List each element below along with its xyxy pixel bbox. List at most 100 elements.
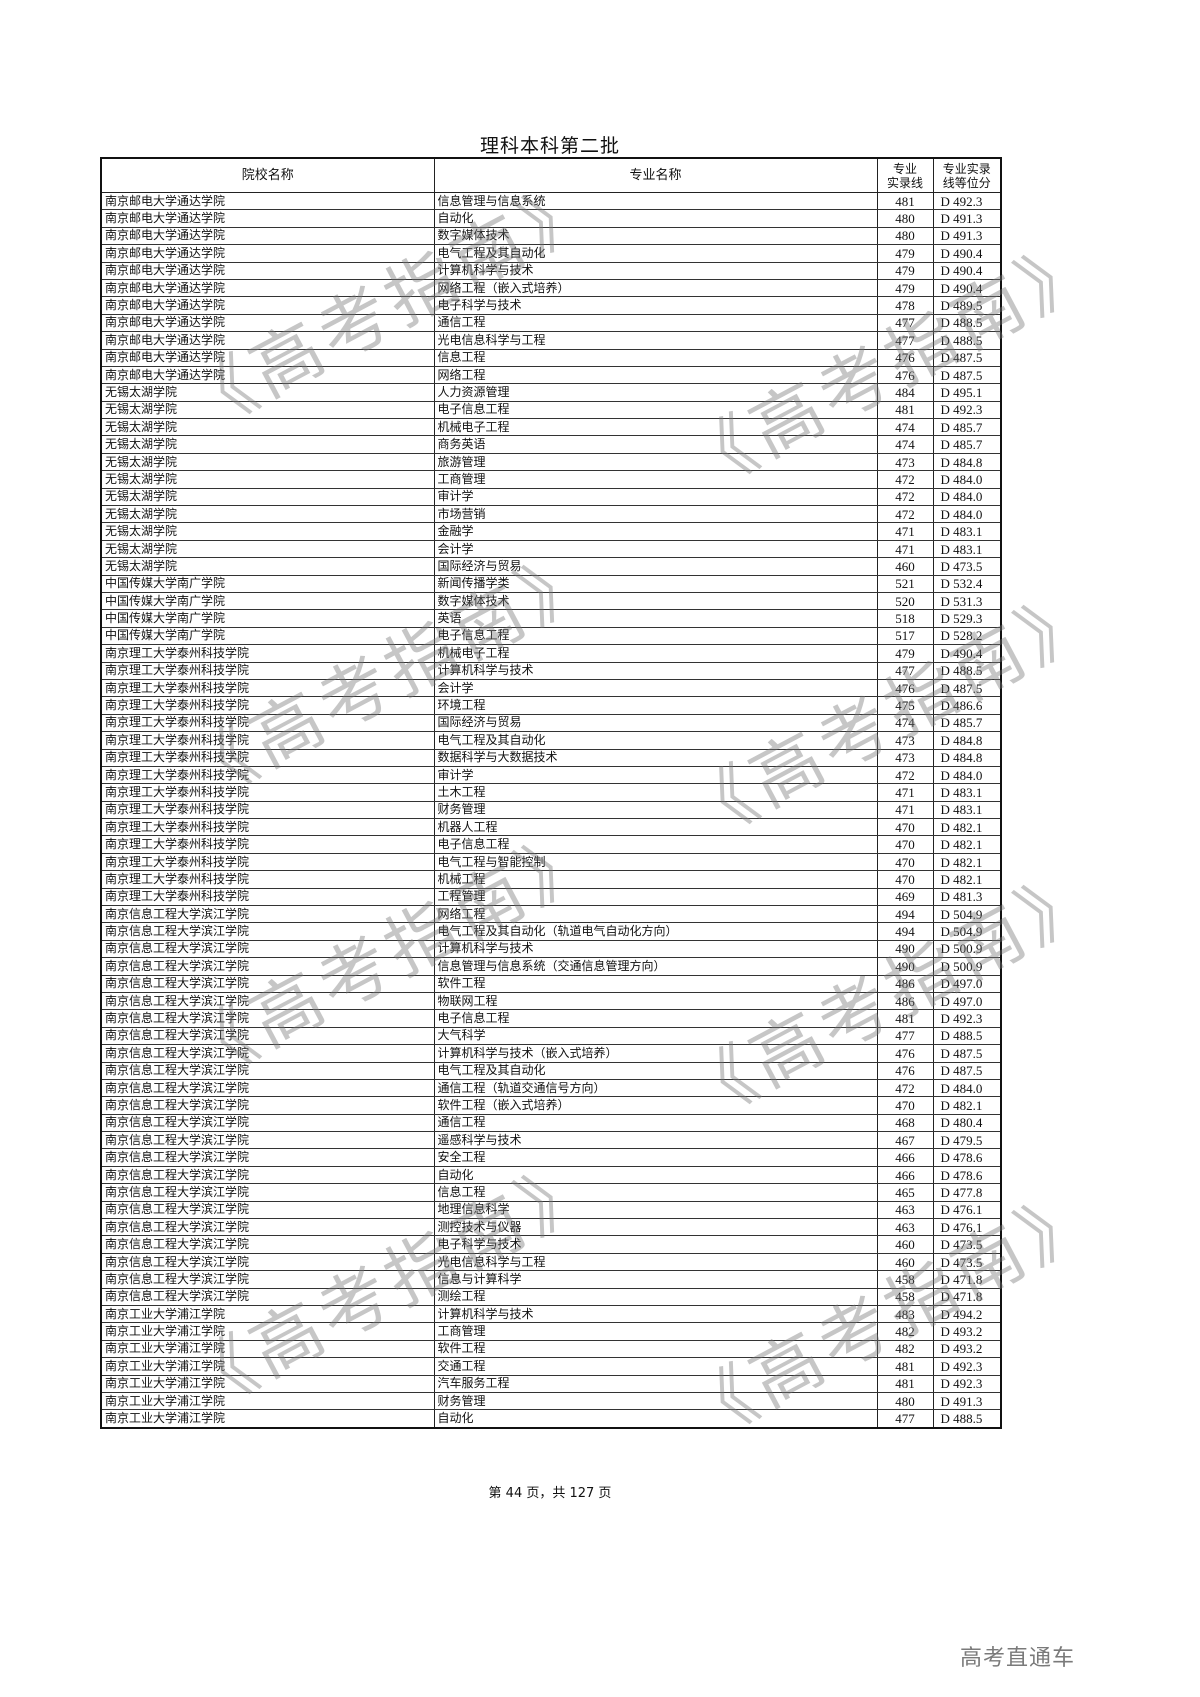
school-cell: 南京邮电大学通达学院 (100, 313, 435, 333)
score-cell: 490 (876, 957, 934, 976)
major-cell: 遥感科学与技术 (433, 1131, 878, 1150)
school-cell: 南京邮电大学通达学院 (100, 191, 435, 211)
school-cell: 南京理工大学泰州科技学院 (100, 713, 435, 733)
major-cell: 工程管理 (433, 887, 878, 907)
school-cell: 南京信息工程大学滨江学院 (100, 991, 435, 1011)
major-cell: 测控技术与仪器 (433, 1218, 878, 1237)
major-cell: 财务管理 (433, 800, 878, 820)
major-cell: 电子信息工程 (433, 400, 878, 420)
school-cell: 南京理工大学泰州科技学院 (100, 783, 435, 802)
school-cell: 南京理工大学泰州科技学院 (100, 887, 435, 907)
rank-cell: D 488.5 (932, 661, 1002, 680)
school-cell: 南京工业大学浦江学院 (100, 1339, 435, 1359)
rank-cell: D 500.9 (932, 939, 1002, 959)
school-cell: 南京信息工程大学滨江学院 (100, 922, 435, 941)
school-cell: 南京邮电大学通达学院 (100, 226, 435, 246)
major-cell: 测绘工程 (433, 1287, 878, 1307)
header-rank-line1: 专业实录 (942, 161, 991, 176)
school-cell: 中国传媒大学南广学院 (100, 626, 435, 646)
school-cell: 南京理工大学泰州科技学院 (100, 731, 435, 750)
header-rank-line2: 线等位分 (942, 175, 991, 190)
score-cell: 472 (876, 1078, 934, 1098)
school-cell: 南京信息工程大学滨江学院 (100, 957, 435, 976)
score-cell: 476 (876, 365, 934, 385)
score-cell: 482 (876, 1339, 934, 1359)
score-cell: 521 (876, 574, 934, 593)
major-cell: 国际经济与贸易 (433, 557, 878, 576)
major-cell: 机械电子工程 (433, 418, 878, 437)
score-cell: 475 (876, 696, 934, 715)
header-score: 专业 实录线 (876, 157, 934, 193)
rank-cell: D 492.3 (932, 1357, 1002, 1376)
rank-cell: D 492.3 (932, 400, 1002, 420)
rank-cell: D 497.0 (932, 974, 1002, 993)
school-cell: 南京邮电大学通达学院 (100, 296, 435, 315)
major-cell: 人力资源管理 (433, 383, 878, 402)
score-cell: 471 (876, 539, 934, 559)
school-cell: 南京邮电大学通达学院 (100, 365, 435, 385)
major-cell: 地理信息科学 (433, 1200, 878, 1220)
school-cell: 南京邮电大学通达学院 (100, 244, 435, 263)
score-cell: 477 (876, 331, 934, 350)
score-cell: 470 (876, 870, 934, 889)
rank-cell: D 482.1 (932, 852, 1002, 872)
major-cell: 安全工程 (433, 1148, 878, 1167)
score-cell: 466 (876, 1148, 934, 1167)
major-cell: 审计学 (433, 487, 878, 507)
major-cell: 软件工程（嵌入式培养） (433, 1096, 878, 1115)
rank-cell: D 492.3 (932, 1009, 1002, 1028)
rank-cell: D 493.2 (932, 1339, 1002, 1359)
rank-cell: D 504.9 (932, 905, 1002, 924)
school-cell: 无锡太湖学院 (100, 505, 435, 524)
score-cell: 482 (876, 1322, 934, 1341)
rank-cell: D 488.5 (932, 331, 1002, 350)
school-cell: 南京信息工程大学滨江学院 (100, 1165, 435, 1185)
rank-cell: D 497.0 (932, 991, 1002, 1011)
major-cell: 自动化 (433, 209, 878, 228)
score-cell: 518 (876, 609, 934, 628)
rank-cell: D 482.1 (932, 1096, 1002, 1115)
score-cell: 481 (876, 1009, 934, 1028)
rank-cell: D 487.5 (932, 365, 1002, 385)
rank-cell: D 491.3 (932, 1391, 1002, 1411)
score-cell: 463 (876, 1200, 934, 1220)
major-cell: 信息管理与信息系统（交通信息管理方向） (433, 957, 878, 976)
school-cell: 南京理工大学泰州科技学院 (100, 678, 435, 698)
score-cell: 481 (876, 400, 934, 420)
score-cell: 472 (876, 765, 934, 785)
rank-cell: D 484.0 (932, 505, 1002, 524)
major-cell: 工商管理 (433, 1322, 878, 1341)
school-cell: 中国传媒大学南广学院 (100, 574, 435, 593)
score-cell: 479 (876, 261, 934, 280)
school-cell: 南京信息工程大学滨江学院 (100, 905, 435, 924)
rank-cell: D 487.5 (932, 1044, 1002, 1063)
rank-cell: D 484.0 (932, 765, 1002, 785)
major-cell: 金融学 (433, 522, 878, 541)
rank-cell: D 471.8 (932, 1270, 1002, 1289)
school-cell: 南京理工大学泰州科技学院 (100, 870, 435, 889)
school-cell: 南京信息工程大学滨江学院 (100, 1026, 435, 1046)
rank-cell: D 484.0 (932, 1078, 1002, 1098)
score-cell: 484 (876, 383, 934, 402)
school-cell: 中国传媒大学南广学院 (100, 609, 435, 628)
